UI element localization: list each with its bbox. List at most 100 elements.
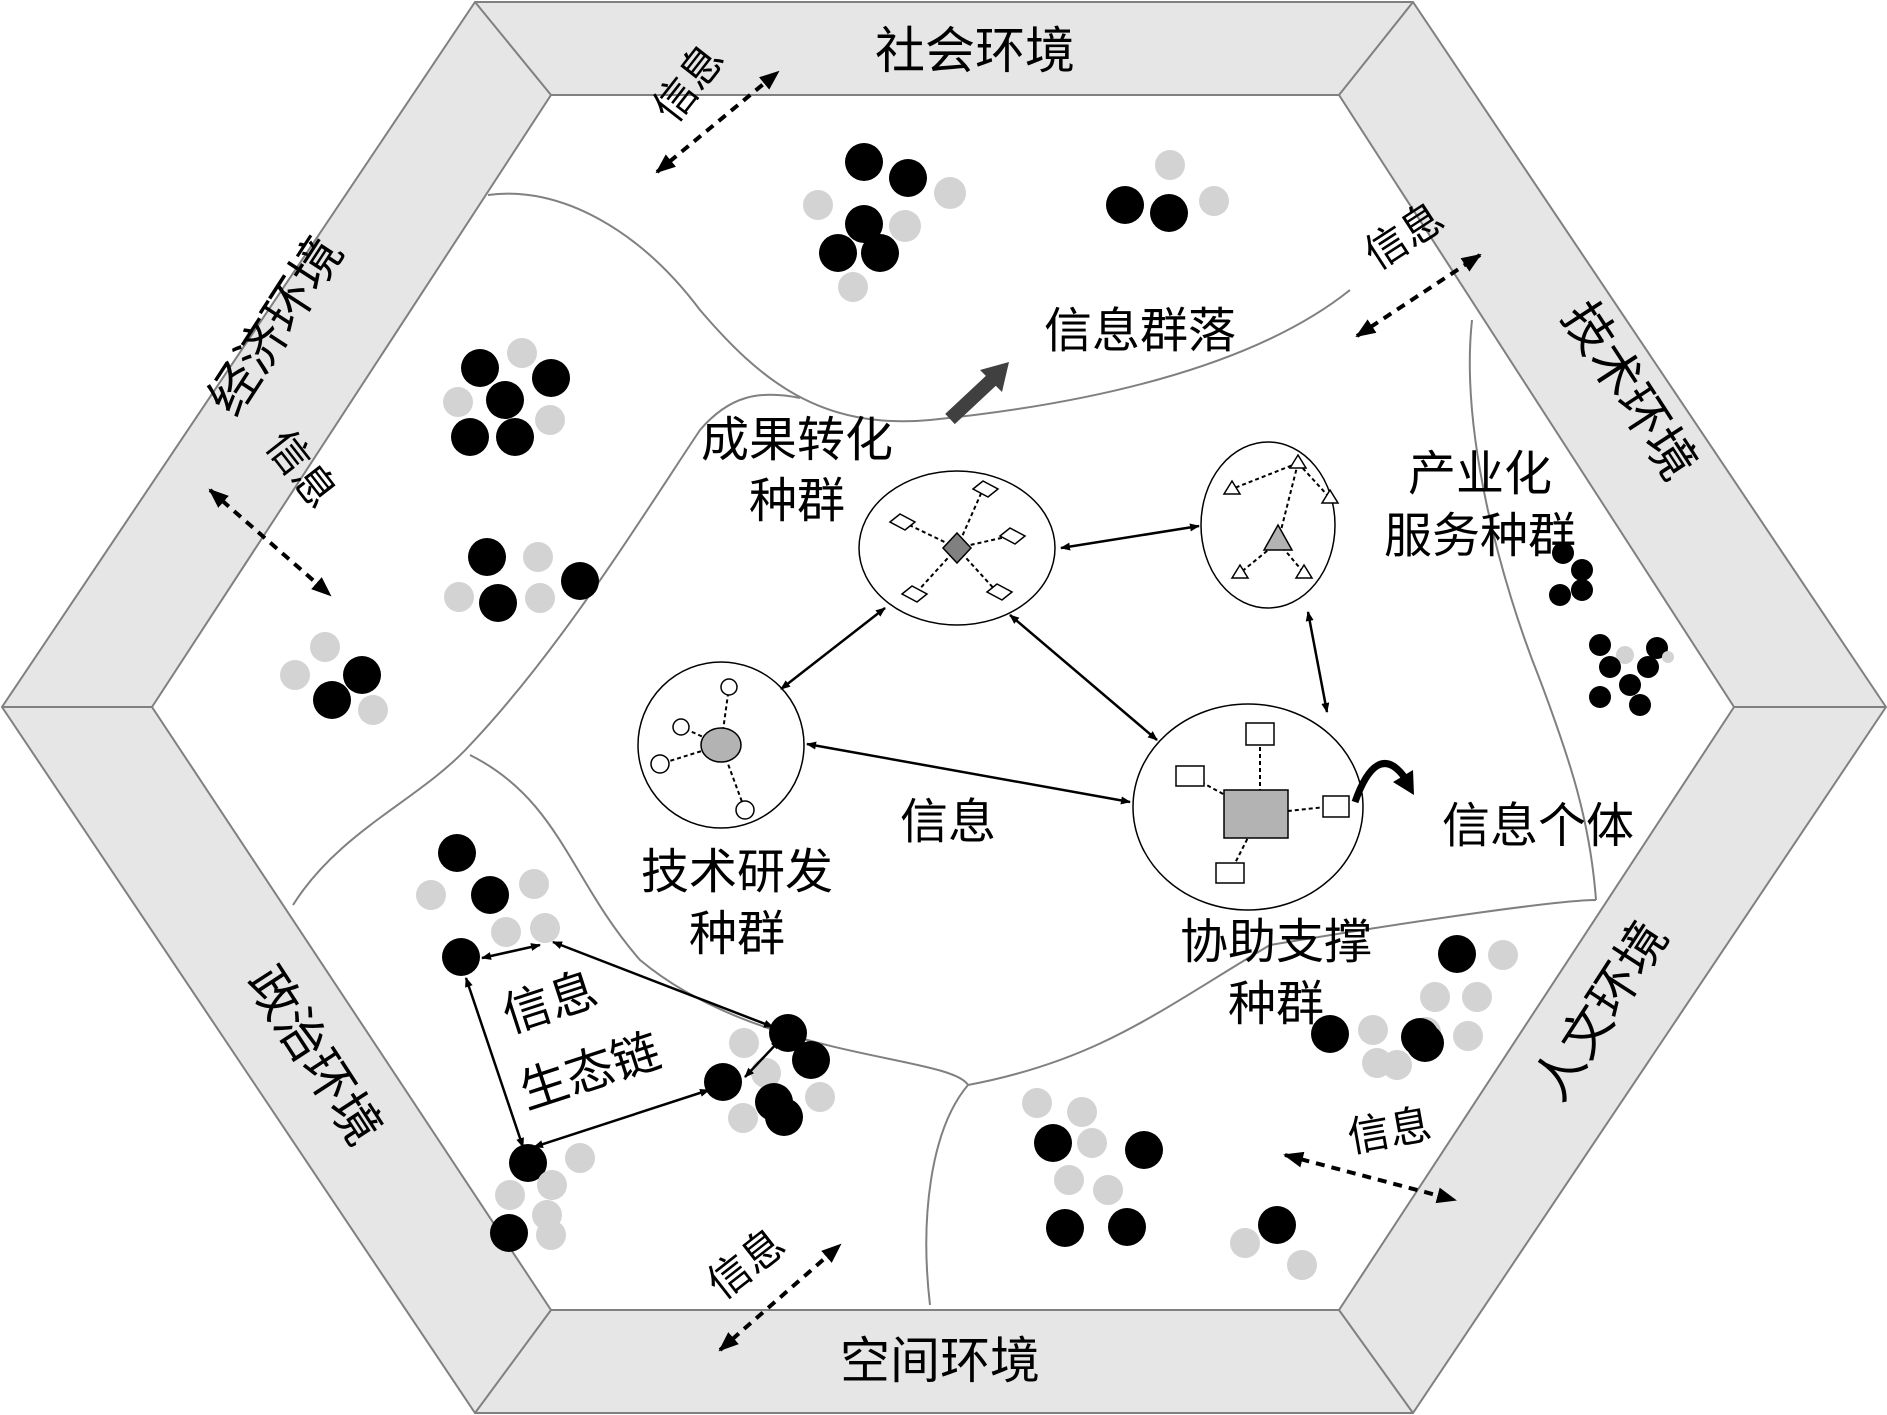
light-dot [444,582,474,612]
transformation-label-line1: 成果转化 [701,412,893,468]
boundary-left [292,393,801,906]
industrial-label-line2: 服务种群 [1384,508,1576,564]
light-dot [565,1143,595,1173]
light-dot [358,695,388,725]
light-dot [1022,1088,1052,1118]
dark-dot [442,938,480,976]
light-dot [1420,982,1450,1012]
dark-dot [1438,935,1476,973]
dark-dot [1406,1024,1444,1062]
region-boundaries [292,192,1597,1306]
transformation-population-node [858,470,1056,626]
light-dot [537,1170,567,1200]
light-dot [416,880,446,910]
dark-dot [1125,1131,1163,1169]
boundary-middle [469,754,1597,1087]
light-dot [1453,1021,1483,1051]
dark-dot [496,418,534,456]
support-population-node [1132,703,1364,911]
dark-dot [1108,1208,1146,1246]
dark-dot [451,418,489,456]
light-dot [495,1180,525,1210]
dark-dot [861,234,899,272]
dark-dot [1589,634,1611,656]
dark-dot [532,359,570,397]
link-transformation-industrial [1060,523,1200,551]
dark-dot [313,681,351,719]
transformation-core-diamond [941,531,973,565]
light-dot [1462,982,1492,1012]
light-dot [934,177,966,209]
transformation-label-line2: 种群 [749,473,845,529]
dark-dot [1637,656,1659,678]
dark-dot [845,143,883,181]
dark-dot [1549,584,1571,606]
light-dot [443,387,473,417]
industrial-population-node [1200,441,1340,609]
light-dot [838,272,868,302]
boundary-right [1468,319,1597,901]
light-dot [729,1028,759,1058]
info-arrow-left [208,488,332,597]
light-dot [525,583,555,613]
dark-dot [1589,686,1611,708]
dark-dot [438,834,476,872]
dark-dot [509,1144,547,1182]
dark-dot [479,584,517,622]
dark-dot [1046,1209,1084,1247]
dark-dot [461,349,499,387]
light-dot [803,190,833,220]
chain-link-left [464,977,525,1148]
light-dot [1199,186,1229,216]
light-dot [805,1082,835,1112]
dark-dot [889,159,927,197]
chain-link-right [744,1039,781,1078]
dark-dot [819,234,857,272]
light-dot [1488,940,1518,970]
light-dot [491,917,521,947]
dark-dot [1311,1015,1349,1053]
light-dot [1230,1228,1260,1258]
dark-dot [792,1041,830,1079]
community-arrow-head [980,362,1009,392]
light-dot [280,660,310,690]
info-chain-arrows [464,940,781,1149]
info-arrow-bottom [718,1243,842,1352]
light-dot [535,405,565,435]
dark-dot [471,876,509,914]
dark-dot [468,538,506,576]
boundary-top [487,192,1351,423]
dark-dot [704,1063,742,1101]
link-transformation-rnd [780,607,886,690]
dark-dot [1619,674,1641,696]
light-dot [889,210,921,242]
chain-link-top [481,943,541,960]
dark-dot [765,1098,803,1136]
dark-dot [1599,656,1621,678]
dark-dot [1571,559,1593,581]
boundary-bottom [925,1084,969,1306]
info-arrow-right-top [1355,253,1482,338]
info-arrow-top [655,70,780,174]
rnd-population-node [637,661,805,829]
light-dot [536,1220,566,1250]
info-arrow-right-bottom [1283,1151,1457,1204]
light-dot [1054,1165,1084,1195]
link-transformation-support [1009,614,1158,741]
light-dot [1382,1050,1412,1080]
rnd-label-line2: 种群 [689,906,785,962]
light-dot [530,913,560,943]
dark-dot [1150,194,1188,232]
population-links [780,523,1330,805]
support-core-square [1223,789,1289,839]
light-dot [1616,646,1634,664]
light-dot [728,1103,758,1133]
light-dot [1155,150,1185,180]
community-arrow [945,370,1001,425]
chain-link-diagonal [552,940,774,1029]
support-label-line1: 协助支撑 [1180,914,1372,970]
light-dot [507,338,537,368]
